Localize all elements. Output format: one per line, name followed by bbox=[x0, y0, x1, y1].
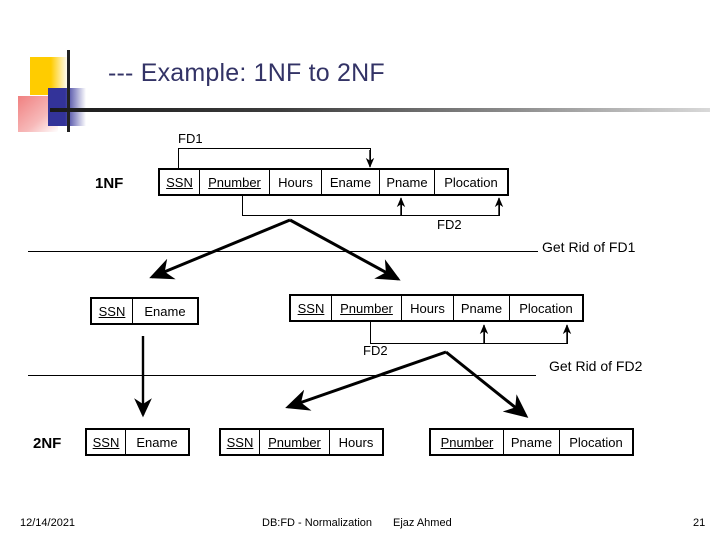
fd2-top-span bbox=[242, 215, 500, 216]
relation-attribute-ssn: SSN bbox=[87, 430, 126, 454]
note-get-rid-of-fd1: Get Rid of FD1 bbox=[542, 239, 636, 255]
relation-attribute-ename: Ename bbox=[322, 170, 380, 194]
fd2-mid-left-stem bbox=[370, 322, 371, 344]
footer-date: 12/14/2021 bbox=[20, 517, 76, 529]
footer-subject: DB:FD - Normalization bbox=[262, 517, 373, 529]
relation-attribute-ssn: SSN bbox=[221, 430, 260, 454]
fd1-label-top: FD1 bbox=[178, 131, 203, 146]
decoration-vertical-rule bbox=[67, 50, 70, 132]
row-label-1nf: 1NF bbox=[95, 175, 124, 192]
relation-attribute-pnumber: Pnumber bbox=[200, 170, 270, 194]
divider-line-2 bbox=[28, 375, 536, 376]
relation-attribute-pname: Pname bbox=[380, 170, 435, 194]
fd2-top-stem-plocation bbox=[499, 202, 500, 216]
relation-attribute-plocation: Plocation bbox=[519, 300, 573, 316]
footer-author: Ejaz Ahmed bbox=[393, 517, 452, 529]
fd2-top-stem-pname bbox=[401, 202, 402, 216]
relation-attribute-ename: Ename bbox=[136, 434, 178, 450]
relation-attribute-hours: Hours bbox=[338, 434, 374, 450]
relation-attribute-ssn: SSN bbox=[160, 170, 200, 194]
relation-attribute-hours: Hours bbox=[402, 296, 454, 320]
relation-2nf-employee: SSN Ename bbox=[85, 428, 190, 456]
row-label-2nf: 2NF bbox=[33, 435, 62, 452]
relation-attribute-pnumber: Pnumber bbox=[431, 430, 504, 454]
relation-attribute-pname: Pname bbox=[504, 430, 560, 454]
note-get-rid-of-fd2: Get Rid of FD2 bbox=[549, 358, 643, 374]
relation-attribute-pnumber: Pnumber bbox=[332, 296, 402, 320]
relation-attribute-pnumber: Pnumber bbox=[260, 430, 330, 454]
footer-page-number: 21 bbox=[693, 517, 706, 529]
relation-attribute-ssn: SSN bbox=[291, 296, 332, 320]
fd2-mid-stem-pname bbox=[484, 328, 485, 343]
fd1-bracket-span bbox=[178, 148, 371, 149]
relation-attribute-pname: Pname bbox=[454, 296, 510, 320]
relation-attribute-ssn: SSN bbox=[92, 299, 133, 323]
decoration-horizontal-rule bbox=[50, 108, 710, 112]
relation-attribute-ename: Ename bbox=[144, 303, 186, 319]
fd2-mid-stem-plocation bbox=[567, 328, 568, 343]
fd1-bracket-right-stem bbox=[370, 148, 371, 162]
page-title: --- Example: 1NF to 2NF bbox=[108, 59, 385, 87]
fd2-top-left-stem bbox=[242, 196, 243, 216]
relation-attribute-plocation: Plocation bbox=[444, 174, 498, 190]
fd2-label-mid: FD2 bbox=[363, 343, 388, 358]
fd2-mid-span bbox=[370, 343, 568, 344]
fd2-label-top: FD2 bbox=[437, 217, 462, 232]
relation-attribute-hours: Hours bbox=[270, 170, 322, 194]
relation-attribute-plocation: Plocation bbox=[569, 434, 623, 450]
divider-line-1 bbox=[28, 251, 538, 252]
relation-2nf-step1-employee: SSN Ename bbox=[90, 297, 199, 325]
fd1-bracket-left-stem bbox=[178, 148, 179, 168]
